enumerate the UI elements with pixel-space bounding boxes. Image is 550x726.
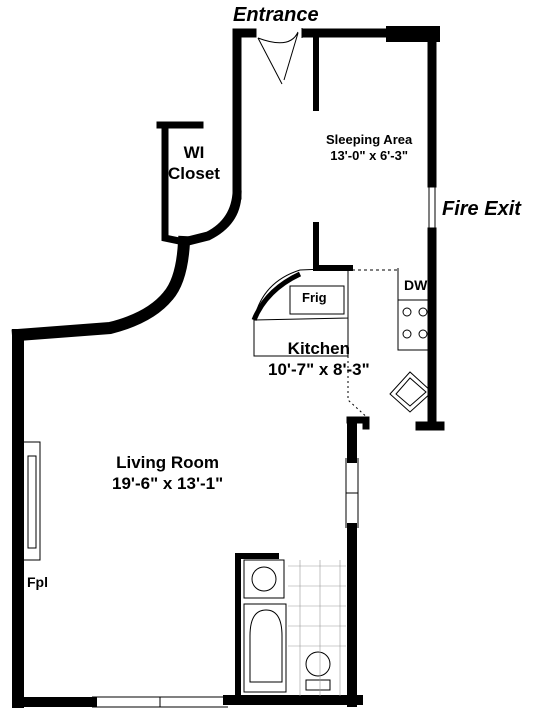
living-room-name: Living Room [116,453,220,472]
angled-wall [11,235,191,342]
bathtub-inner [249,609,283,683]
bathtub [243,603,287,693]
fire-exit-window [428,183,436,232]
burner-1 [402,307,412,317]
exterior-walls [11,26,445,708]
bathroom-sink [243,559,285,599]
living-room-label: Living Room 19'-6" x 13'-1" [112,452,223,494]
dw-label: DW [404,277,428,293]
kitchen-sink-inner [395,377,427,407]
fridge-arc [251,271,302,321]
fire-exit-label: Fire Exit [442,198,521,220]
burner-3 [402,329,412,339]
fireplace [24,441,41,561]
closet-right-wall [178,190,242,248]
kitchen-label: Kitchen 10'-7" x 8'-3" [268,338,370,380]
burner-2 [418,307,428,317]
kitchen-sink [389,371,433,413]
bathroom-tile-grid [288,560,346,696]
toilet-tank [305,679,331,691]
entrance-door [257,31,299,85]
kitchen-counter [253,318,349,357]
sink-basin [251,566,277,592]
living-room-dims: 19'-6" x 13'-1" [112,474,224,493]
kitchen-name: Kitchen [287,339,351,358]
sleeping-area-name: Sleeping Area [326,132,413,147]
closet-label: WI Closet [168,142,220,184]
east-window [345,458,359,528]
sleeping-area-label: Sleeping Area 13'-0" x 6'-3" [326,132,412,164]
fpl-label: Fpl [27,574,48,590]
appliance-column [397,268,432,351]
closet-label-line2: Closet [168,164,220,183]
burner-4 [418,329,428,339]
sleeping-area-dims: 13'-0" x 6'-3" [330,148,408,163]
bottom-window-left [92,696,228,708]
frig-label: Frig [302,290,327,305]
bottom-wall [13,695,363,707]
closet-label-line1: WI [183,143,205,162]
kitchen-dims: 10'-7" x 8'-3" [268,360,370,379]
fixtures [24,28,436,708]
entrance-label: Entrance [233,4,319,26]
toilet-bowl [305,651,331,677]
closet-left-wall [161,121,189,247]
fridge-inner [289,285,345,315]
